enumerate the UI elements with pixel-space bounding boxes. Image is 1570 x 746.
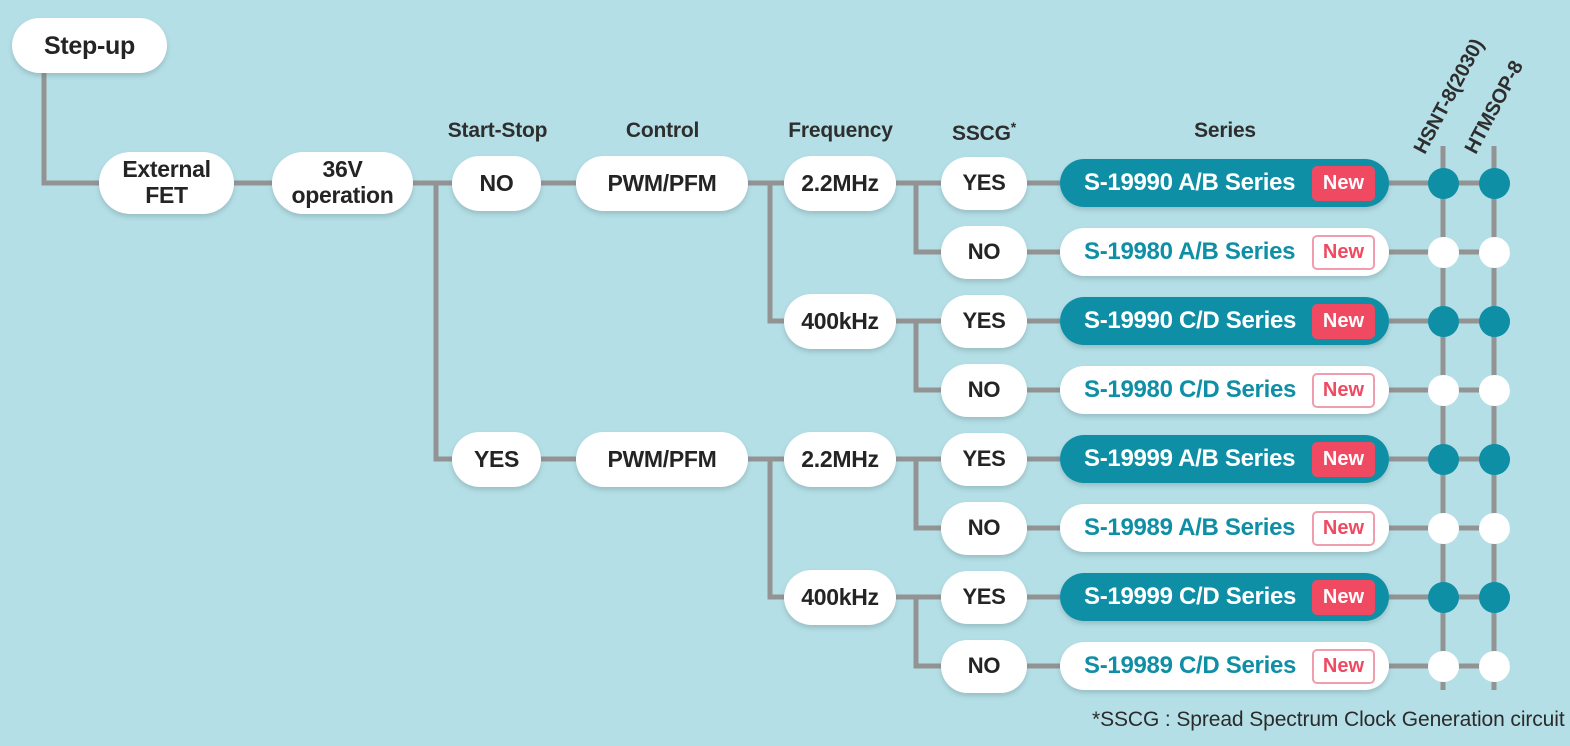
series-row-1-new-badge: New xyxy=(1311,165,1375,201)
node-start-stop-yes-label: YES xyxy=(473,445,520,472)
dot-hsnt-row-3 xyxy=(1428,306,1459,337)
sscg-footnote-marker: * xyxy=(1010,119,1016,135)
node-step-up[interactable]: Step-up xyxy=(12,18,167,73)
node-control-bottom-label: PWM/PFM xyxy=(607,445,717,472)
column-header-sscg-label: SSCG xyxy=(952,122,1011,145)
dot-hsnt-row-2 xyxy=(1428,237,1459,268)
node-sscg-7-label: YES xyxy=(962,584,1006,610)
node-sscg-6[interactable]: NO xyxy=(941,502,1027,555)
node-sscg-8[interactable]: NO xyxy=(941,640,1027,693)
dot-hsnt-row-1 xyxy=(1428,168,1459,199)
series-row-7-name: S-19999 C/D Series xyxy=(1084,583,1297,610)
node-control-top-label: PWM/PFM xyxy=(607,169,717,196)
series-row-1-name: S-19990 A/B Series xyxy=(1084,169,1296,196)
node-frequency-2[interactable]: 400kHz xyxy=(784,294,896,349)
series-row-3-new-badge: New xyxy=(1311,303,1375,339)
node-start-stop-yes[interactable]: YES xyxy=(452,432,541,487)
dot-htmsop-row-5 xyxy=(1479,444,1510,475)
node-36v-operation-label: 36V operation xyxy=(291,156,394,208)
series-row-4-new-badge: New xyxy=(1311,372,1375,408)
series-row-6-new-badge: New xyxy=(1311,510,1375,546)
series-row-7-new-badge: New xyxy=(1311,579,1375,615)
node-sscg-2-label: NO xyxy=(967,239,1001,265)
dot-htmsop-row-1 xyxy=(1479,168,1510,199)
series-row-8-name: S-19989 C/D Series xyxy=(1084,652,1297,679)
node-sscg-3[interactable]: YES xyxy=(941,295,1027,348)
node-sscg-7[interactable]: YES xyxy=(941,571,1027,624)
node-frequency-4[interactable]: 400kHz xyxy=(784,570,896,625)
column-header-sscg: SSCG* xyxy=(922,119,1046,146)
series-row-4[interactable]: S-19980 C/D Series New xyxy=(1060,366,1389,414)
node-sscg-4-label: NO xyxy=(967,377,1001,403)
column-header-start-stop-label: Start-Stop xyxy=(447,119,548,142)
dot-hsnt-row-8 xyxy=(1428,651,1459,682)
dot-htmsop-row-2 xyxy=(1479,237,1510,268)
series-row-1[interactable]: S-19990 A/B Series New xyxy=(1060,159,1389,207)
dot-htmsop-row-4 xyxy=(1479,375,1510,406)
dot-htmsop-row-6 xyxy=(1479,513,1510,544)
series-row-2-new-badge: New xyxy=(1311,234,1375,270)
column-header-control-label: Control xyxy=(625,119,700,142)
node-start-stop-no[interactable]: NO xyxy=(452,156,541,211)
series-row-5-new-badge: New xyxy=(1311,441,1375,477)
column-header-frequency: Frequency xyxy=(772,119,909,143)
node-frequency-2-label: 400kHz xyxy=(801,307,879,334)
series-row-7[interactable]: S-19999 C/D Series New xyxy=(1060,573,1389,621)
node-sscg-4[interactable]: NO xyxy=(941,364,1027,417)
footnote-sscg: *SSCG : Spread Spectrum Clock Generation… xyxy=(1092,708,1565,732)
node-sscg-6-label: NO xyxy=(967,515,1001,541)
footnote-sscg-text: *SSCG : Spread Spectrum Clock Generation… xyxy=(1092,708,1565,731)
node-sscg-1-label: YES xyxy=(962,170,1006,196)
node-sscg-8-label: NO xyxy=(967,653,1001,679)
node-frequency-4-label: 400kHz xyxy=(801,583,879,610)
series-row-4-name: S-19980 C/D Series xyxy=(1084,376,1297,403)
node-control-top[interactable]: PWM/PFM xyxy=(576,156,748,211)
node-frequency-3[interactable]: 2.2MHz xyxy=(784,432,896,487)
series-row-6[interactable]: S-19989 A/B Series New xyxy=(1060,504,1389,552)
series-row-2-name: S-19980 A/B Series xyxy=(1084,238,1296,265)
column-header-series-label: Series xyxy=(1194,119,1256,142)
series-row-6-name: S-19989 A/B Series xyxy=(1084,514,1296,541)
dot-htmsop-row-7 xyxy=(1479,582,1510,613)
series-row-5[interactable]: S-19999 A/B Series New xyxy=(1060,435,1389,483)
column-header-series: Series xyxy=(1060,119,1390,143)
dot-htmsop-row-8 xyxy=(1479,651,1510,682)
dot-hsnt-row-7 xyxy=(1428,582,1459,613)
node-sscg-5[interactable]: YES xyxy=(941,433,1027,486)
dot-hsnt-row-6 xyxy=(1428,513,1459,544)
node-sscg-5-label: YES xyxy=(962,446,1006,472)
series-row-3-name: S-19990 C/D Series xyxy=(1084,307,1297,334)
node-frequency-1[interactable]: 2.2MHz xyxy=(784,156,896,211)
series-row-2[interactable]: S-19980 A/B Series New xyxy=(1060,228,1389,276)
node-frequency-3-label: 2.2MHz xyxy=(801,445,879,472)
node-sscg-3-label: YES xyxy=(962,308,1006,334)
dot-hsnt-row-4 xyxy=(1428,375,1459,406)
node-external-fet-label: External FET xyxy=(122,156,211,208)
node-external-fet[interactable]: External FET xyxy=(99,152,234,214)
node-start-stop-no-label: NO xyxy=(479,169,514,196)
node-control-bottom[interactable]: PWM/PFM xyxy=(576,432,748,487)
node-sscg-2[interactable]: NO xyxy=(941,226,1027,279)
node-sscg-1[interactable]: YES xyxy=(941,157,1027,210)
column-header-frequency-label: Frequency xyxy=(788,119,893,142)
node-frequency-1-label: 2.2MHz xyxy=(801,169,879,196)
column-header-start-stop: Start-Stop xyxy=(430,119,565,143)
series-row-8[interactable]: S-19989 C/D Series New xyxy=(1060,642,1389,690)
node-step-up-label: Step-up xyxy=(44,31,135,60)
series-row-8-new-badge: New xyxy=(1311,648,1375,684)
dot-htmsop-row-3 xyxy=(1479,306,1510,337)
series-row-3[interactable]: S-19990 C/D Series New xyxy=(1060,297,1389,345)
column-header-control: Control xyxy=(595,119,730,143)
node-36v-operation[interactable]: 36V operation xyxy=(272,152,413,214)
dot-hsnt-row-5 xyxy=(1428,444,1459,475)
series-row-5-name: S-19999 A/B Series xyxy=(1084,445,1296,472)
